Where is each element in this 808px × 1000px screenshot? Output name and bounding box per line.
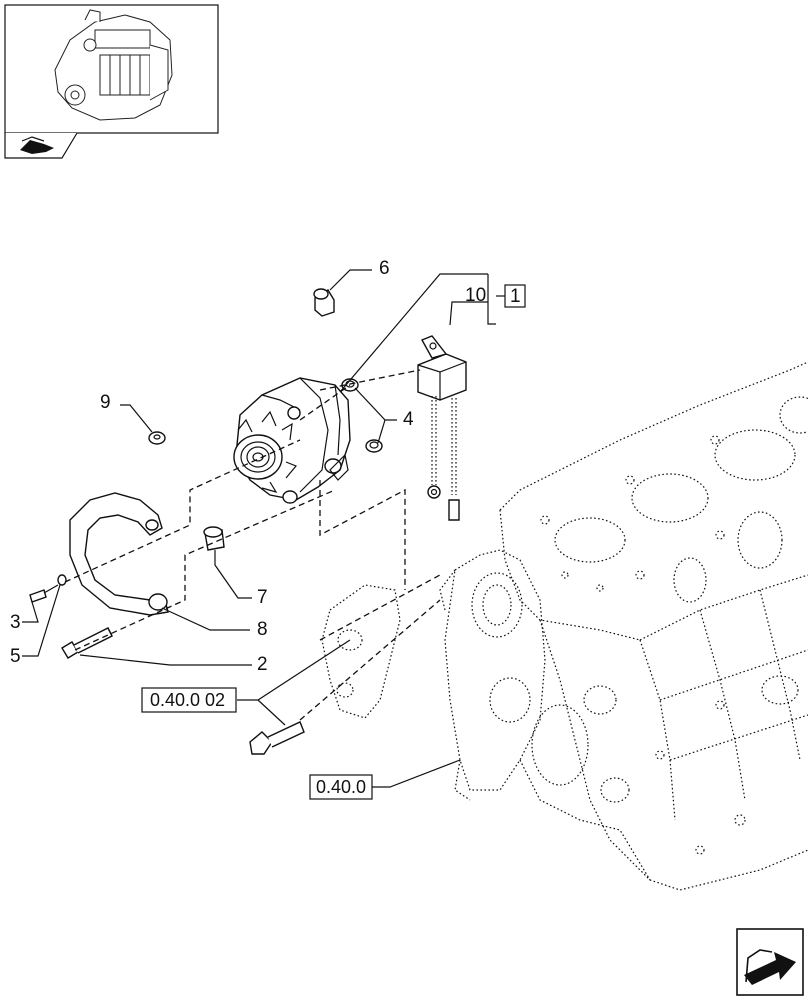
alignment-lines — [64, 369, 441, 721]
screw-small[interactable] — [29, 584, 59, 603]
next-page-arrow-icon — [744, 949, 796, 985]
callout-7[interactable]: 7 — [257, 587, 268, 608]
callout-2[interactable]: 2 — [257, 654, 268, 675]
callout-labels: 6 10 1 9 4 7 8 2 3 5 — [10, 258, 526, 675]
callout-6[interactable]: 6 — [379, 258, 390, 279]
reference-block-label: 0.40.0 — [316, 777, 366, 797]
protective-cap[interactable] — [313, 288, 335, 317]
lock-washer[interactable] — [57, 574, 67, 586]
alternator[interactable] — [233, 377, 351, 504]
long-bolt[interactable] — [61, 627, 113, 659]
bracket-bolt[interactable] — [249, 721, 305, 755]
callout-3[interactable]: 3 — [10, 612, 21, 633]
bushing[interactable] — [203, 526, 225, 551]
engine-thumbnail-icon — [54, 9, 173, 121]
mounting-bracket[interactable] — [321, 584, 401, 719]
callout-1-box — [504, 284, 526, 308]
callout-1[interactable]: 1 — [510, 286, 521, 307]
next-page-button[interactable] — [736, 928, 804, 996]
engine-block — [439, 361, 808, 891]
book-nav-tab[interactable] — [4, 132, 78, 159]
washer[interactable] — [148, 431, 166, 445]
regulator[interactable] — [417, 335, 467, 521]
engine-thumbnail[interactable] — [4, 4, 219, 134]
reference-bracket-label: 0.40.0 02 — [150, 690, 225, 710]
callout-9[interactable]: 9 — [100, 392, 111, 413]
book-arrow-icon — [20, 136, 54, 154]
callout-10[interactable]: 10 — [465, 285, 486, 306]
reference-bracket[interactable]: 0.40.0 02 — [141, 687, 237, 713]
callout-4[interactable]: 4 — [403, 409, 414, 430]
leader-lines — [22, 269, 505, 788]
reference-block[interactable]: 0.40.0 — [309, 774, 373, 800]
adjusting-strap[interactable] — [69, 492, 169, 616]
callout-8[interactable]: 8 — [257, 619, 268, 640]
callout-5[interactable]: 5 — [10, 646, 21, 667]
